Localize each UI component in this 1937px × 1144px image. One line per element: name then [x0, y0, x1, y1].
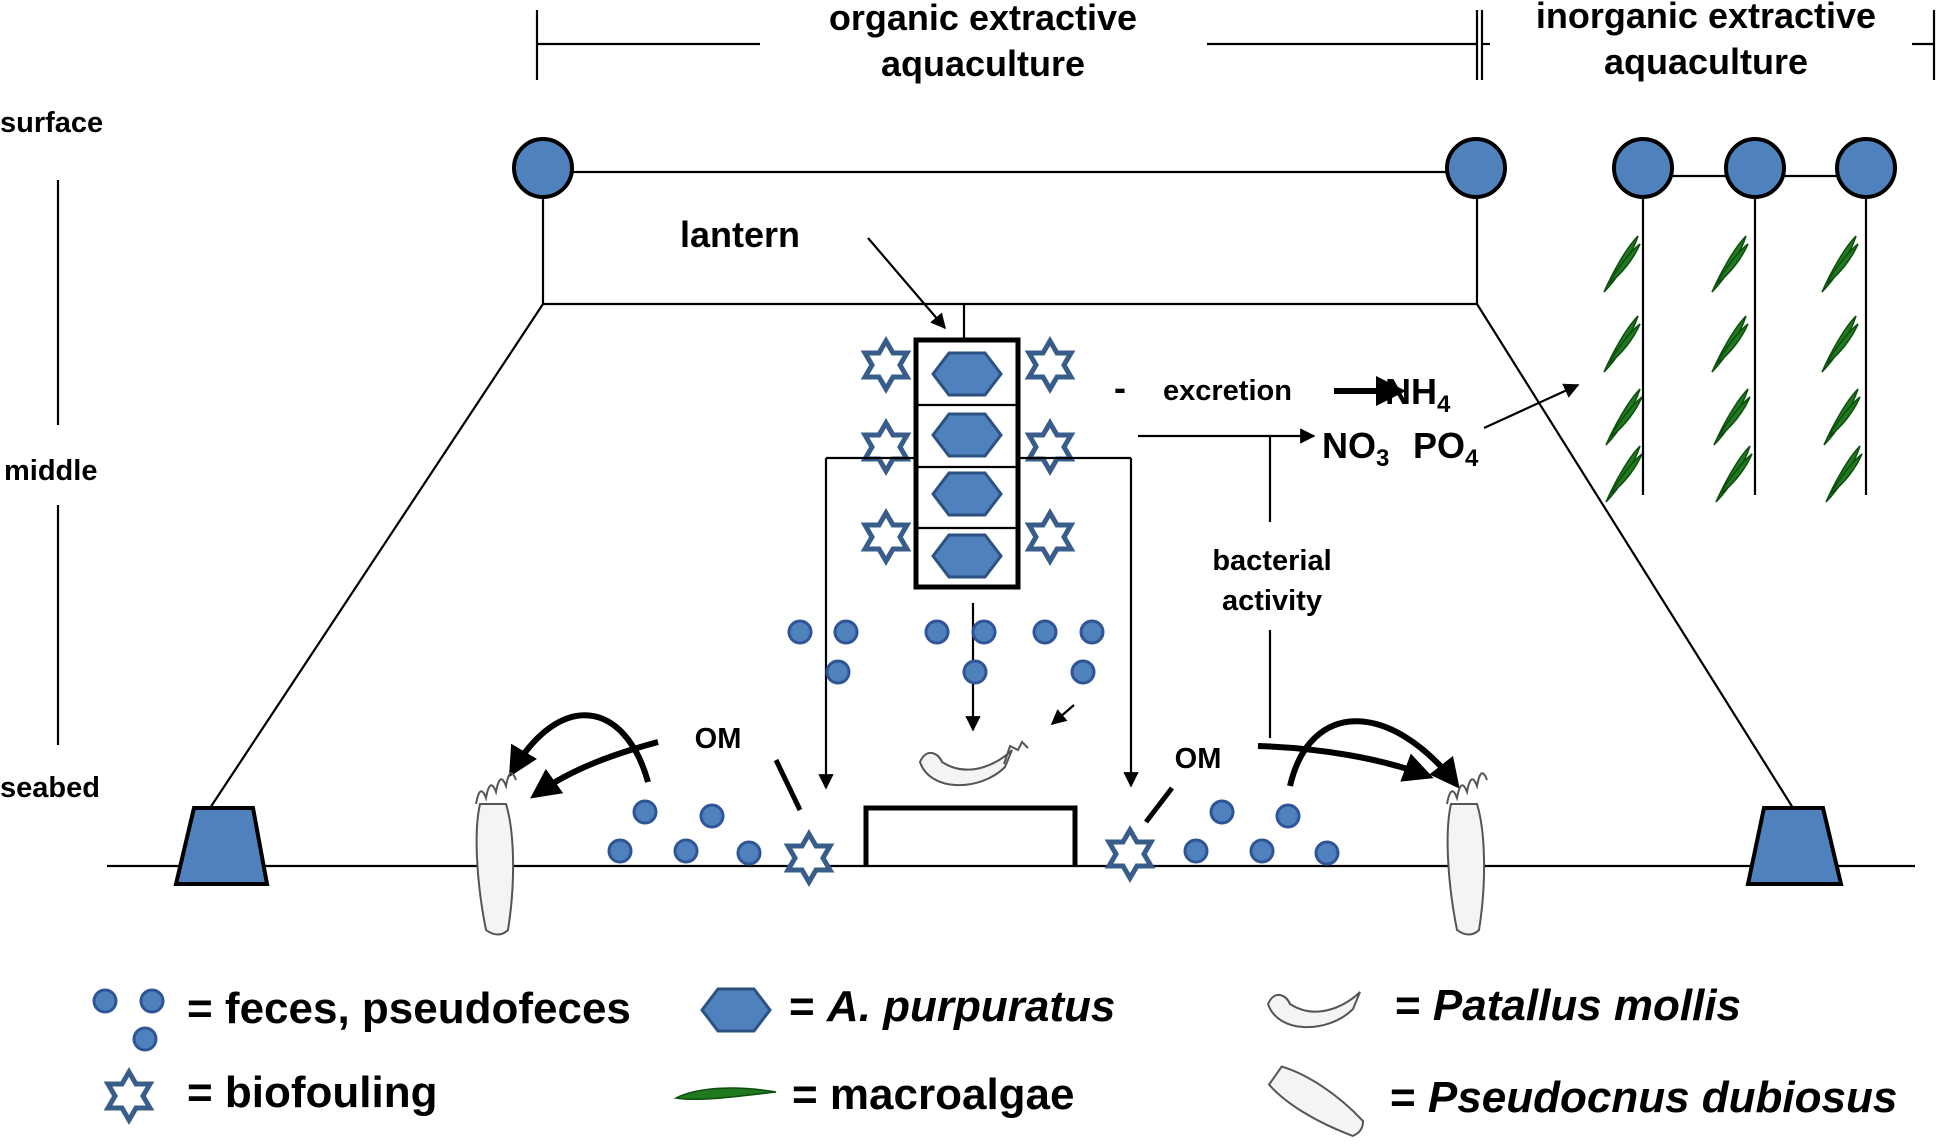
om-arrow-right-1	[1287, 718, 1460, 789]
header-inorganic: inorganic extractive aquaculture	[1480, 0, 1936, 82]
sea-urchin-like-cucumber-icon	[1446, 772, 1488, 936]
header-inorganic-line1: inorganic extractive	[1536, 0, 1876, 36]
sea-cucumber-icon	[1266, 991, 1361, 1029]
feces-dot-icon	[962, 659, 988, 685]
lantern-pointer-arrow	[867, 237, 947, 330]
po4-label: PO4	[1413, 425, 1479, 472]
nh4-label: NH4	[1385, 371, 1451, 418]
lantern	[913, 337, 1021, 590]
seabed-platform	[863, 805, 1078, 866]
legend-pseudocnus: = Pseudocnus dubiosus	[1390, 1073, 1897, 1122]
feces-dot-icon	[1249, 838, 1275, 864]
feces-dot-icon	[924, 619, 950, 645]
buoy-icon	[512, 137, 574, 199]
scallop-hexagon-icon	[931, 351, 1003, 397]
biofouling-star-icon	[108, 1072, 150, 1120]
anchor-icon	[1745, 806, 1844, 886]
om-arrow-left-2	[530, 739, 659, 799]
bacterial-label-line1: bacterial	[1212, 545, 1331, 577]
feces-dot-icon	[1314, 840, 1340, 866]
legend-feces: = feces, pseudofeces	[187, 984, 631, 1033]
header-organic-line2: aquaculture	[881, 43, 1085, 84]
biofouling-star-icon	[1029, 513, 1071, 561]
scallop-hexagon-icon	[931, 412, 1003, 458]
feces-dot-icon	[971, 619, 997, 645]
biofouling-star-icon	[788, 834, 830, 882]
feces-dot-icon	[92, 988, 118, 1014]
no3-label: NO3	[1322, 425, 1389, 472]
om-arrow-right-2	[1257, 743, 1434, 782]
sea-cucumber-icon	[918, 740, 1029, 787]
legend: = feces, pseudofeces = biofouling = A. p…	[92, 981, 1897, 1137]
zone-label-surface: surface	[0, 107, 103, 139]
om-tick-left	[773, 758, 803, 812]
feces-dot-icon	[825, 659, 851, 685]
legend-scallop: = A. purpuratus	[789, 982, 1115, 1031]
feces-dot-icon	[632, 799, 658, 825]
biofouling-star-icon	[1029, 423, 1071, 471]
zone-label-middle: middle	[4, 455, 97, 487]
biofouling-star-icon	[865, 423, 907, 471]
scallop-hexagon-icon	[931, 471, 1003, 517]
buoy-icon	[1445, 137, 1507, 199]
feces-dot-icon	[736, 840, 762, 866]
legend-biofouling: = biofouling	[187, 1068, 438, 1117]
minus-sign: -	[1114, 367, 1126, 408]
scallop-hexagon-icon	[931, 533, 1003, 579]
to-algae-arrow	[1483, 383, 1580, 430]
biofouling-star-icon	[1029, 341, 1071, 389]
header-inorganic-line2: aquaculture	[1604, 41, 1808, 82]
feces-dot-icon	[139, 988, 165, 1014]
legend-patallus: = Patallus mollis	[1395, 981, 1741, 1030]
feces-dot-icon	[787, 619, 813, 645]
om-tick-right	[1144, 786, 1174, 824]
feces-dot-icon	[1079, 619, 1105, 645]
buoy-icon	[1724, 137, 1786, 199]
scallop-hexagon-icon	[700, 987, 772, 1033]
legend-macroalgae: = macroalgae	[792, 1070, 1075, 1119]
biofouling-star-icon	[1109, 830, 1151, 878]
macroalgae-icon	[673, 1087, 777, 1101]
zone-label-seabed: seabed	[0, 772, 100, 804]
feces-dot-icon	[1032, 619, 1058, 645]
feces-dot-icon	[132, 1026, 158, 1052]
zone-axis: surface middle seabed	[0, 107, 103, 804]
feces-dot-icon	[607, 838, 633, 864]
header-organic-line1: organic extractive	[829, 0, 1137, 38]
feces-dot-icon	[673, 838, 699, 864]
buoy-icon	[1835, 137, 1897, 199]
biofouling-star-icon	[865, 513, 907, 561]
om-label-left: OM	[695, 723, 742, 755]
lantern-label: lantern	[680, 214, 800, 255]
macroalgae-lines	[1603, 174, 1868, 503]
feces-dot-icon	[1209, 799, 1235, 825]
buoy-icon	[1612, 137, 1674, 199]
seabed-feces	[607, 799, 1340, 866]
anchor-icon	[173, 806, 270, 886]
feces-dot-icon	[833, 619, 859, 645]
feces-dot-icon	[1275, 803, 1301, 829]
feces-dot-icon	[699, 803, 725, 829]
feces-dot-icon	[1183, 838, 1209, 864]
sea-urchin-like-cucumber-icon	[1267, 1065, 1365, 1137]
feces-dot-icon	[1070, 659, 1096, 685]
excretion-label: excretion	[1163, 375, 1292, 407]
falling-feces	[787, 619, 1105, 685]
om-label-right: OM	[1175, 743, 1222, 775]
sea-urchin-like-cucumber-icon	[475, 772, 517, 936]
om-arrow-left-1	[508, 712, 651, 783]
header-organic: organic extractive aquaculture	[535, 0, 1479, 84]
bacterial-label-line2: activity	[1222, 585, 1322, 617]
longline-frame	[209, 170, 1794, 809]
biofouling-star-icon	[865, 341, 907, 389]
